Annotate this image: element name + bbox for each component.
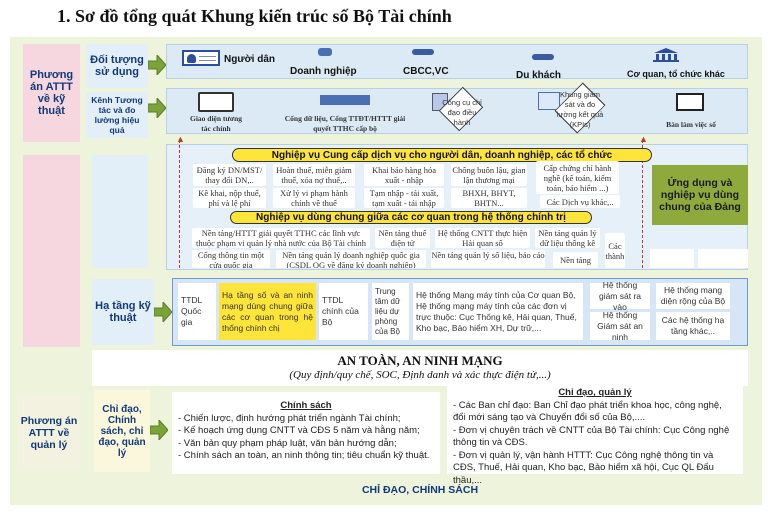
label-infra: Hạ tầng kỹ thuật bbox=[92, 279, 154, 345]
channel-digital-desk: Bàn làm việc số bbox=[666, 120, 716, 129]
portal-icon bbox=[320, 95, 370, 105]
policy-box: Chính sách - Chiến lược, định hướng phát… bbox=[172, 392, 440, 474]
service-cell: Kê khai, nộp thuế, phí và lệ phí bbox=[193, 188, 266, 208]
dashed-line bbox=[642, 140, 643, 268]
label-channels: Kênh Tương tác và đo lường hiệu quả bbox=[86, 92, 148, 138]
shared-cell: Các thành bbox=[605, 233, 625, 268]
party-apps: Ứng dụng và nghiệp vụ dùng chung của Đản… bbox=[652, 165, 748, 225]
blank-cell bbox=[650, 249, 694, 268]
arrow-right-icon bbox=[148, 98, 166, 118]
infra-cell: TTDL Quốc gia bbox=[178, 283, 216, 340]
policy-item: - Chính sách an toàn, an ninh thông tin;… bbox=[178, 450, 430, 461]
direction-item: - Đơn vị chuyên trách về CNTT của Bộ Tài… bbox=[453, 424, 730, 449]
service-cell: Chống buôn lậu, gian lận thương mại bbox=[451, 164, 527, 186]
label-technical: Phương án ATTT về kỹ thuật bbox=[23, 44, 80, 142]
security-band bbox=[92, 350, 748, 386]
footer-label: CHỈ ĐẠO, CHÍNH SÁCH bbox=[361, 484, 479, 496]
infra-cell: Hệ thống mạng diện rộng của Bộ bbox=[656, 283, 730, 309]
policy-item: - Kế hoạch ứng dụng CNTT và CĐS 5 năm và… bbox=[178, 425, 420, 436]
service-cell: Khai báo hàng hóa xuất - nhập bbox=[364, 164, 444, 186]
label-management: Phương án ATTT về quản lý bbox=[18, 395, 80, 470]
shared-cell: Cổng thông tin một cửa quốc gia bbox=[192, 250, 270, 268]
channel-portal: Cổng dữ liệu, Cổng TTĐT/HTTT giải quyết … bbox=[284, 114, 406, 133]
service-cell: Cấp chứng chỉ hành nghề (kế toán, kiểm t… bbox=[536, 161, 619, 194]
desktop-icon bbox=[676, 93, 704, 111]
channel-kpi-framework: Khung giám sát và đo lường kết quả (KPIs… bbox=[556, 90, 604, 129]
services-header: Nghiệp vụ Cung cấp dịch vụ cho người dân… bbox=[232, 148, 652, 162]
arrow-right-icon bbox=[148, 55, 166, 75]
shared-cell: Hệ thống CNTT thực hiện Hải quan số bbox=[435, 228, 530, 248]
service-cell: Xử lý vi phạm hành chính về thuế bbox=[273, 188, 355, 208]
shared-cell: Nền tảng/HTTT giải quyết TTHC các lĩnh v… bbox=[192, 228, 370, 248]
id-card-icon bbox=[182, 50, 220, 66]
arrow-up-icon: ▲ bbox=[176, 134, 185, 144]
channel-command-tool: Công cụ chỉ đạo điều hành bbox=[442, 98, 482, 127]
user-tourist: Du khách bbox=[516, 70, 562, 81]
user-officials: CBCC,VC bbox=[403, 66, 449, 77]
arrow-right-icon bbox=[154, 302, 172, 322]
arrow-right-icon bbox=[150, 420, 168, 440]
dashed-line bbox=[179, 140, 180, 268]
shared-cell: Nền tảng bbox=[553, 252, 598, 268]
channel-main-ui: Giao diện tương tác chính bbox=[190, 114, 242, 133]
infra-cell: Hệ thống Giám sát an ninh bbox=[590, 310, 650, 342]
blank-label bbox=[92, 155, 148, 268]
calendar-icon bbox=[538, 92, 560, 110]
pink-column bbox=[23, 155, 80, 347]
policy-item: - Chiến lược, định hướng phát triển ngàn… bbox=[178, 412, 401, 424]
direction-item: - Đơn vị quản lý, vận hành HTTT: Cục Côn… bbox=[453, 449, 714, 486]
infra-cell: Các hệ thống hạ tầng khác,.. bbox=[656, 312, 730, 340]
service-cell: Tạm nhập - tái xuất, tạm xuất - tái nhập bbox=[364, 188, 444, 208]
policy-header: Chính sách bbox=[280, 400, 332, 411]
shared-cell: Nền tảng quản lý dữ liệu thống kê bbox=[535, 228, 600, 248]
user-organizations: Cơ quan, tổ chức khác bbox=[627, 69, 725, 79]
infra-cell: Trung tâm dữ liệu dự phòng của Bộ bbox=[372, 283, 409, 340]
shared-cell: Nền tảng thuế điện tử bbox=[375, 228, 430, 248]
officials-icon bbox=[412, 49, 434, 55]
direction-header: Chỉ đạo, quản lý bbox=[558, 387, 632, 398]
infra-cell: Hệ thống giám sát ra vào bbox=[590, 280, 650, 312]
shared-cell: Nền tảng quản lý doanh nghiệp quốc gia (… bbox=[276, 250, 426, 268]
service-cell: Hoàn thuế, miễn giảm thuế, xóa nợ thuế,.… bbox=[273, 164, 355, 186]
label-policy: Chỉ đạo, Chính sách, chỉ đạo, quản lý bbox=[94, 390, 150, 472]
business-icon bbox=[318, 48, 332, 56]
shared-header: Nghiệp vụ dùng chung giữa các cơ quan tr… bbox=[230, 211, 592, 224]
users-row bbox=[166, 44, 748, 79]
page-title: 1. Sơ đồ tổng quát Khung kiến trúc số Bộ… bbox=[57, 6, 452, 26]
label-users: Đối tượng sử dụng bbox=[86, 44, 148, 88]
blank-cell bbox=[698, 249, 748, 268]
direction-item: - Các Ban chỉ đạo: Ban Chỉ đạo phát triể… bbox=[453, 399, 722, 424]
security-title: AN TOÀN, AN NINH MẠNG bbox=[337, 353, 503, 368]
service-cell: BHXH, BHYT, BHTN... bbox=[451, 188, 527, 208]
building-icon bbox=[653, 48, 679, 62]
arrow-up-icon: ▲ bbox=[639, 134, 648, 144]
shared-cell: Nền tảng quản lý số liệu, báo cáo bbox=[431, 250, 545, 268]
monitor-icon bbox=[198, 92, 234, 112]
infra-cell: Hệ thống Mạng máy tính của Cơ quan Bộ, H… bbox=[413, 283, 583, 340]
user-business: Doanh nghiệp bbox=[290, 66, 357, 77]
user-citizen: Người dân bbox=[224, 54, 276, 65]
service-cell: Các Dịch vụ khác,.. bbox=[540, 195, 620, 208]
infra-cell: TTDL chính của Bộ bbox=[319, 283, 368, 340]
tourist-icon bbox=[532, 54, 554, 60]
security-subtitle: (Quy định/quy chế, SOC, Định danh và xác… bbox=[289, 369, 551, 381]
direction-box: Chỉ đạo, quản lý - Các Ban chỉ đạo: Ban … bbox=[447, 386, 743, 486]
infra-cell-highlight: Hạ tầng số và an ninh mạng dùng chung gi… bbox=[219, 283, 316, 340]
service-cell: Đăng ký DN/MST/ thay đổi DN,.. bbox=[193, 164, 266, 186]
policy-item: - Văn bản quy phạm pháp luật, văn bản hư… bbox=[178, 437, 397, 449]
